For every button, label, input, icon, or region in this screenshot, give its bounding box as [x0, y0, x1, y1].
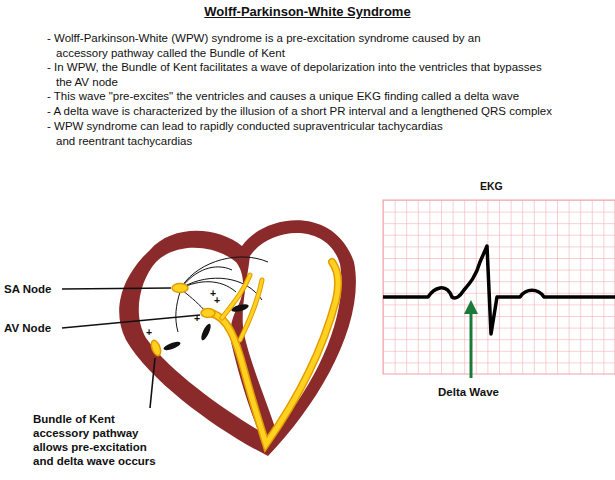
bullet-note: - In WPW, the Bundle of Kent facilitates… [47, 60, 548, 89]
polarity-sign: + [146, 326, 152, 338]
av-node [201, 309, 215, 318]
callout-label: Delta Wave [438, 385, 499, 399]
leader-lines [62, 288, 200, 408]
sa-node [172, 284, 188, 293]
ekg-grid [383, 200, 615, 374]
bundle-of-kent [150, 339, 163, 357]
ekg-grid-border [383, 200, 615, 374]
chart-label: EKG [480, 180, 503, 192]
polarity-sign: + [194, 312, 200, 324]
bullet-note: - WPW syndrome can lead to rapidly condu… [47, 119, 458, 148]
ekg-trace [383, 246, 615, 334]
part-label: AV Node [4, 321, 51, 335]
delta-arrow [470, 312, 473, 378]
part-label: SA Node [4, 282, 52, 296]
bundle-branches [210, 262, 338, 444]
delta-arrowhead [464, 300, 478, 314]
heart-wall [119, 220, 356, 456]
polarity-sign: + [214, 294, 220, 306]
bullet-note: - This wave "pre-excites" the ventricles… [47, 89, 615, 104]
bullet-note: - A delta wave is characterized by the i… [47, 104, 615, 119]
diagram-title: Wolff-Parkinson-White Syndrome [0, 4, 615, 19]
part-label: Bundle of Kent accessory pathway allows … [33, 412, 167, 468]
bullet-note: - Wolff-Parkinson-White (WPW) syndrome i… [47, 31, 481, 60]
